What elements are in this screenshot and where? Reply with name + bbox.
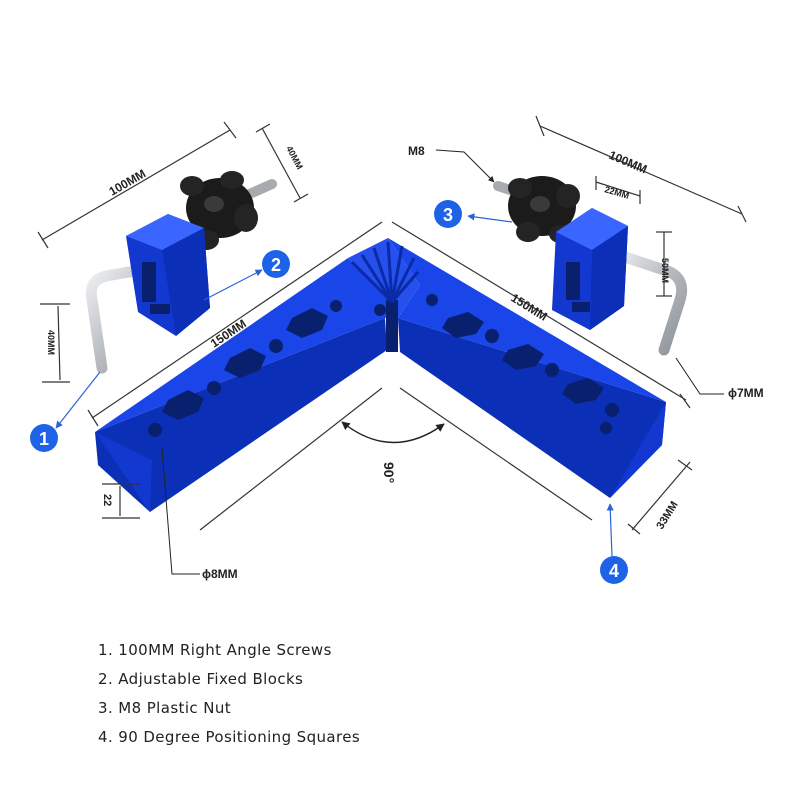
svg-text:4: 4 [609,561,619,581]
legend-item: 4. 90 Degree Positioning Squares [98,728,361,746]
square-right-end-face [610,402,666,498]
corner-ribs [350,241,420,304]
dim-square-height: 22 [101,494,113,506]
dim-rod-diameter: ϕ7MM [728,386,764,400]
dim-angle: 90° [381,462,397,483]
leader-lines [161,149,724,575]
square-left-end-face [95,432,152,512]
dim-square-width: 33MM [654,499,680,531]
square-right-arm-top [388,238,666,402]
right-clamp-assembly [493,176,688,356]
badge-3: 3 [434,200,462,228]
positioning-square [95,238,666,512]
square-corner-slot [386,300,398,352]
dim-screw-length-right: 100MM [607,148,649,177]
dim-screw-drop-left: 40MM [46,330,56,355]
dim-screw-height-left: 40MM [284,144,305,171]
svg-text:2: 2 [271,255,281,275]
badge-1: 1 [30,424,58,452]
badge-2: 2 [262,250,290,278]
dim-screw-length-left: 100MM [107,166,149,198]
legend-item: 3. M8 Plastic Nut [98,699,232,717]
parts-legend: 1. 100MM Right Angle Screws 2. Adjustabl… [98,638,360,754]
angle-arc [341,421,445,444]
dim-block-width: 22MM [603,184,630,201]
right-adjustable-fixed-block [552,208,628,330]
square-left-arm-front [95,318,387,512]
left-adjustable-fixed-block [126,214,210,336]
badge-leader-lines [55,213,614,557]
svg-text:1: 1 [39,429,49,449]
dimension-lines [37,115,747,535]
legend-item: 2. Adjustable Fixed Blocks [98,670,304,688]
right-right-angle-screw [604,246,688,356]
left-right-angle-screw [85,258,182,374]
square-left-arm-top [95,258,390,432]
legend-item: 1. 100MM Right Angle Screws [98,641,332,659]
badge-4: 4 [600,556,628,584]
svg-text:3: 3 [443,205,453,225]
square-right-arm-front [398,318,666,498]
right-arm-pockets [426,294,619,434]
dim-block-height: 50MM [660,258,670,283]
left-clamp-assembly [85,171,277,374]
dim-hole-diameter: ϕ8MM [202,567,238,581]
left-arm-pockets [148,300,386,437]
dim-thread-label: M8 [408,144,425,158]
